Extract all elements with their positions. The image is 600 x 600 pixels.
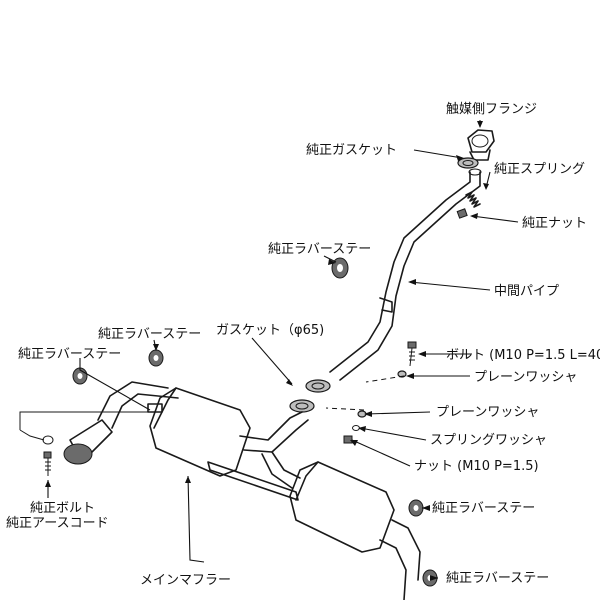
label-rubber-stay-left-a: 純正ラバーステー (98, 327, 201, 342)
label-spring-washer: スプリングワッシャ (430, 433, 547, 448)
rubber-stay-left-a (148, 349, 164, 367)
label-plain-washer-2: プレーンワッシャ (436, 405, 539, 420)
plain-washer-1 (397, 370, 407, 378)
label-mid-pipe: 中間パイプ (494, 284, 559, 299)
labels: 触媒側フランジ 純正ガスケット 純正スプリング 純正ナット 純正ラバーステー 中… (6, 102, 600, 588)
oem-spring (465, 191, 481, 208)
oem-nut-top (456, 208, 468, 219)
oem-bolt (43, 451, 52, 476)
oem-earth-cord (19, 411, 158, 445)
oem-gasket-top (457, 157, 479, 169)
gasket-65-b (289, 399, 315, 413)
label-gasket-65: ガスケット（φ65) (216, 323, 324, 338)
arrowheads (45, 121, 489, 581)
mid-pipe (329, 168, 482, 381)
label-oem-nut: 純正ナット (522, 216, 587, 231)
gasket-65-a (305, 379, 331, 393)
label-oem-spring: 純正スプリング (494, 162, 585, 177)
label-catalyst-flange: 触媒側フランジ (446, 102, 537, 117)
label-main-muffler: メインマフラー (140, 573, 231, 588)
rubber-stay-right-a (408, 499, 424, 517)
label-oem-earth-cord: 純正アースコード (6, 516, 109, 531)
label-oem-gasket: 純正ガスケット (306, 143, 397, 158)
label-oem-bolt: 純正ボルト (30, 501, 95, 516)
label-nut: ナット (M10 P=1.5) (414, 459, 539, 474)
label-plain-washer-1: プレーンワッシャ (474, 370, 577, 385)
catalyst-flange (467, 129, 495, 161)
label-rubber-stay-right-b: 純正ラバーステー (446, 571, 549, 586)
label-rubber-stay-right-a: 純正ラバーステー (432, 501, 535, 516)
label-rubber-stay-mid: 純正ラバーステー (268, 242, 371, 257)
main-muffler (63, 381, 421, 600)
label-bolt: ボルト (M10 P=1.5 L=40) (446, 348, 600, 363)
label-rubber-stay-left-b: 純正ラバーステー (18, 347, 121, 362)
nut-m10 (343, 435, 353, 444)
bolt-m10 (407, 341, 417, 367)
